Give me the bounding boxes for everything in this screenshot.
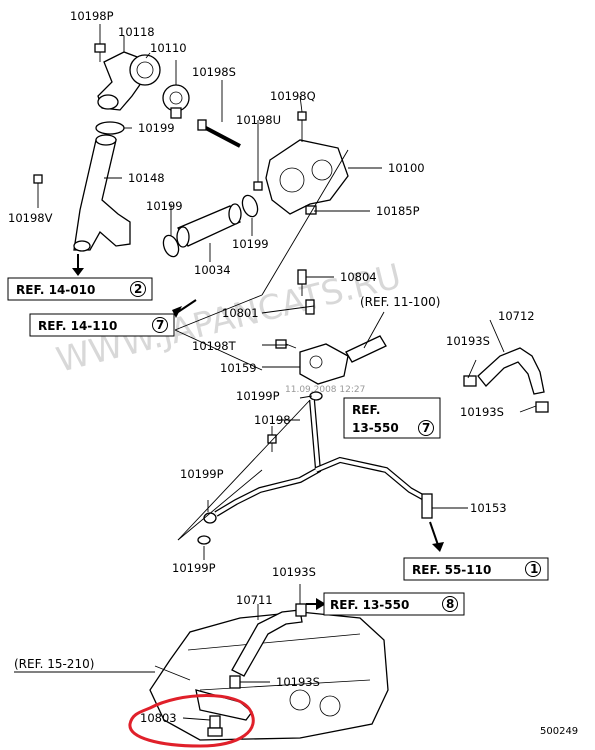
label-10198T[interactable]: 10198T <box>192 339 237 353</box>
diagram-id: 500249 <box>540 726 578 737</box>
bolt-10198V-icon <box>33 174 43 200</box>
svg-text:13-550: 13-550 <box>352 421 399 435</box>
label-10199-b[interactable]: 10199 <box>146 199 183 213</box>
label-10148[interactable]: 10148 <box>128 171 165 185</box>
label-10199P-a[interactable]: 10199P <box>236 389 280 403</box>
label-10198P-top[interactable]: 10198P <box>70 9 114 23</box>
ref-box-13-550-b[interactable]: REF. 13-550 8 <box>323 592 465 616</box>
hose-10712 <box>477 347 545 395</box>
hose-10034 <box>176 203 242 248</box>
label-10193S-d[interactable]: 10193S <box>276 675 320 689</box>
water-pump-housing-10100 <box>265 139 349 215</box>
label-10198U[interactable]: 10198U <box>236 113 281 127</box>
hose-10711 <box>231 609 303 677</box>
highlight-circle-10803 <box>128 694 255 748</box>
bolt-10198U-icon <box>253 181 263 191</box>
svg-text:7: 7 <box>422 421 430 435</box>
water-pipe-10148 <box>73 134 131 252</box>
thermostat-icon <box>162 84 190 119</box>
label-10804[interactable]: 10804 <box>340 270 377 284</box>
svg-text:2: 2 <box>134 282 142 296</box>
svg-text:8: 8 <box>446 597 454 611</box>
clamp-10193S-a-icon <box>463 375 477 387</box>
label-10193S-b[interactable]: 10193S <box>460 405 504 419</box>
svg-text:7: 7 <box>156 318 164 332</box>
bolt-10198P-icon <box>94 43 106 62</box>
bolt-10198T-icon <box>275 339 297 349</box>
label-10198V[interactable]: 10198V <box>8 211 53 225</box>
label-10199P-b[interactable]: 10199P <box>180 467 224 481</box>
label-10034[interactable]: 10034 <box>194 263 231 277</box>
ref-15-210-label[interactable]: (REF. 15-210) <box>14 657 94 671</box>
watermark-timestamp: 11.09.2008 12:27 <box>285 385 365 395</box>
label-10711[interactable]: 10711 <box>236 593 273 607</box>
sensor-10803-icon <box>207 715 223 737</box>
label-10199P-c[interactable]: 10199P <box>172 561 216 575</box>
sensor-ref-11-100-icon <box>345 335 387 363</box>
label-10199-a[interactable]: 10199 <box>138 121 175 135</box>
label-10110[interactable]: 10110 <box>150 41 187 55</box>
ref-box-14-110[interactable]: REF. 14-110 7 <box>29 313 175 337</box>
o-ring-10199-a-icon <box>95 121 125 135</box>
label-10198S[interactable]: 10198S <box>192 65 236 79</box>
svg-text:REF. 13-550: REF. 13-550 <box>330 598 409 612</box>
o-ring-10199-b-icon <box>162 234 180 258</box>
label-10199-c[interactable]: 10199 <box>232 237 269 251</box>
ref-box-14-010[interactable]: REF. 14-010 2 <box>7 277 153 301</box>
label-10801[interactable]: 10801 <box>222 306 259 320</box>
svg-text:REF. 55-110: REF. 55-110 <box>412 563 491 577</box>
label-10712[interactable]: 10712 <box>498 309 535 323</box>
water-pipe-10153 <box>203 399 433 524</box>
label-10198Q[interactable]: 10198Q <box>270 89 316 103</box>
svg-text:1: 1 <box>530 562 538 576</box>
o-ring-10199-c-icon <box>241 194 259 218</box>
water-fitting-10159 <box>299 343 349 385</box>
thermostat-housing-10110 <box>129 54 161 86</box>
clamp-10193S-d-icon <box>229 675 241 689</box>
label-10153[interactable]: 10153 <box>470 501 507 515</box>
label-10159[interactable]: 10159 <box>220 361 257 375</box>
clamp-10193S-c-icon <box>295 603 307 617</box>
label-10198[interactable]: 10198 <box>254 413 291 427</box>
ref-11-100-label[interactable]: (REF. 11-100) <box>360 295 440 309</box>
bolt-10198S-icon <box>197 119 241 148</box>
label-10193S-a[interactable]: 10193S <box>446 334 490 348</box>
o-ring-10199P-b-icon <box>197 535 211 545</box>
part-labels: 10198P 10118 10110 10198S 10198Q 10199 1… <box>8 9 535 725</box>
svg-text:REF. 14-010: REF. 14-010 <box>16 283 95 297</box>
ref-box-55-110[interactable]: REF. 55-110 1 <box>403 557 549 581</box>
leader-lines <box>37 24 537 721</box>
label-10193S-c[interactable]: 10193S <box>272 565 316 579</box>
label-10185P[interactable]: 10185P <box>376 204 420 218</box>
clamp-10193S-b-icon <box>535 401 549 413</box>
bolt-10198Q-icon <box>297 111 307 142</box>
svg-text:REF. 14-110: REF. 14-110 <box>38 319 117 333</box>
ref-box-13-550-a[interactable]: REF. 13-550 7 <box>343 397 441 439</box>
label-10803[interactable]: 10803 <box>140 711 177 725</box>
label-10100[interactable]: 10100 <box>388 161 425 175</box>
plug-10185P-icon <box>305 205 317 215</box>
label-10118[interactable]: 10118 <box>118 25 155 39</box>
svg-text:REF.: REF. <box>352 403 380 417</box>
